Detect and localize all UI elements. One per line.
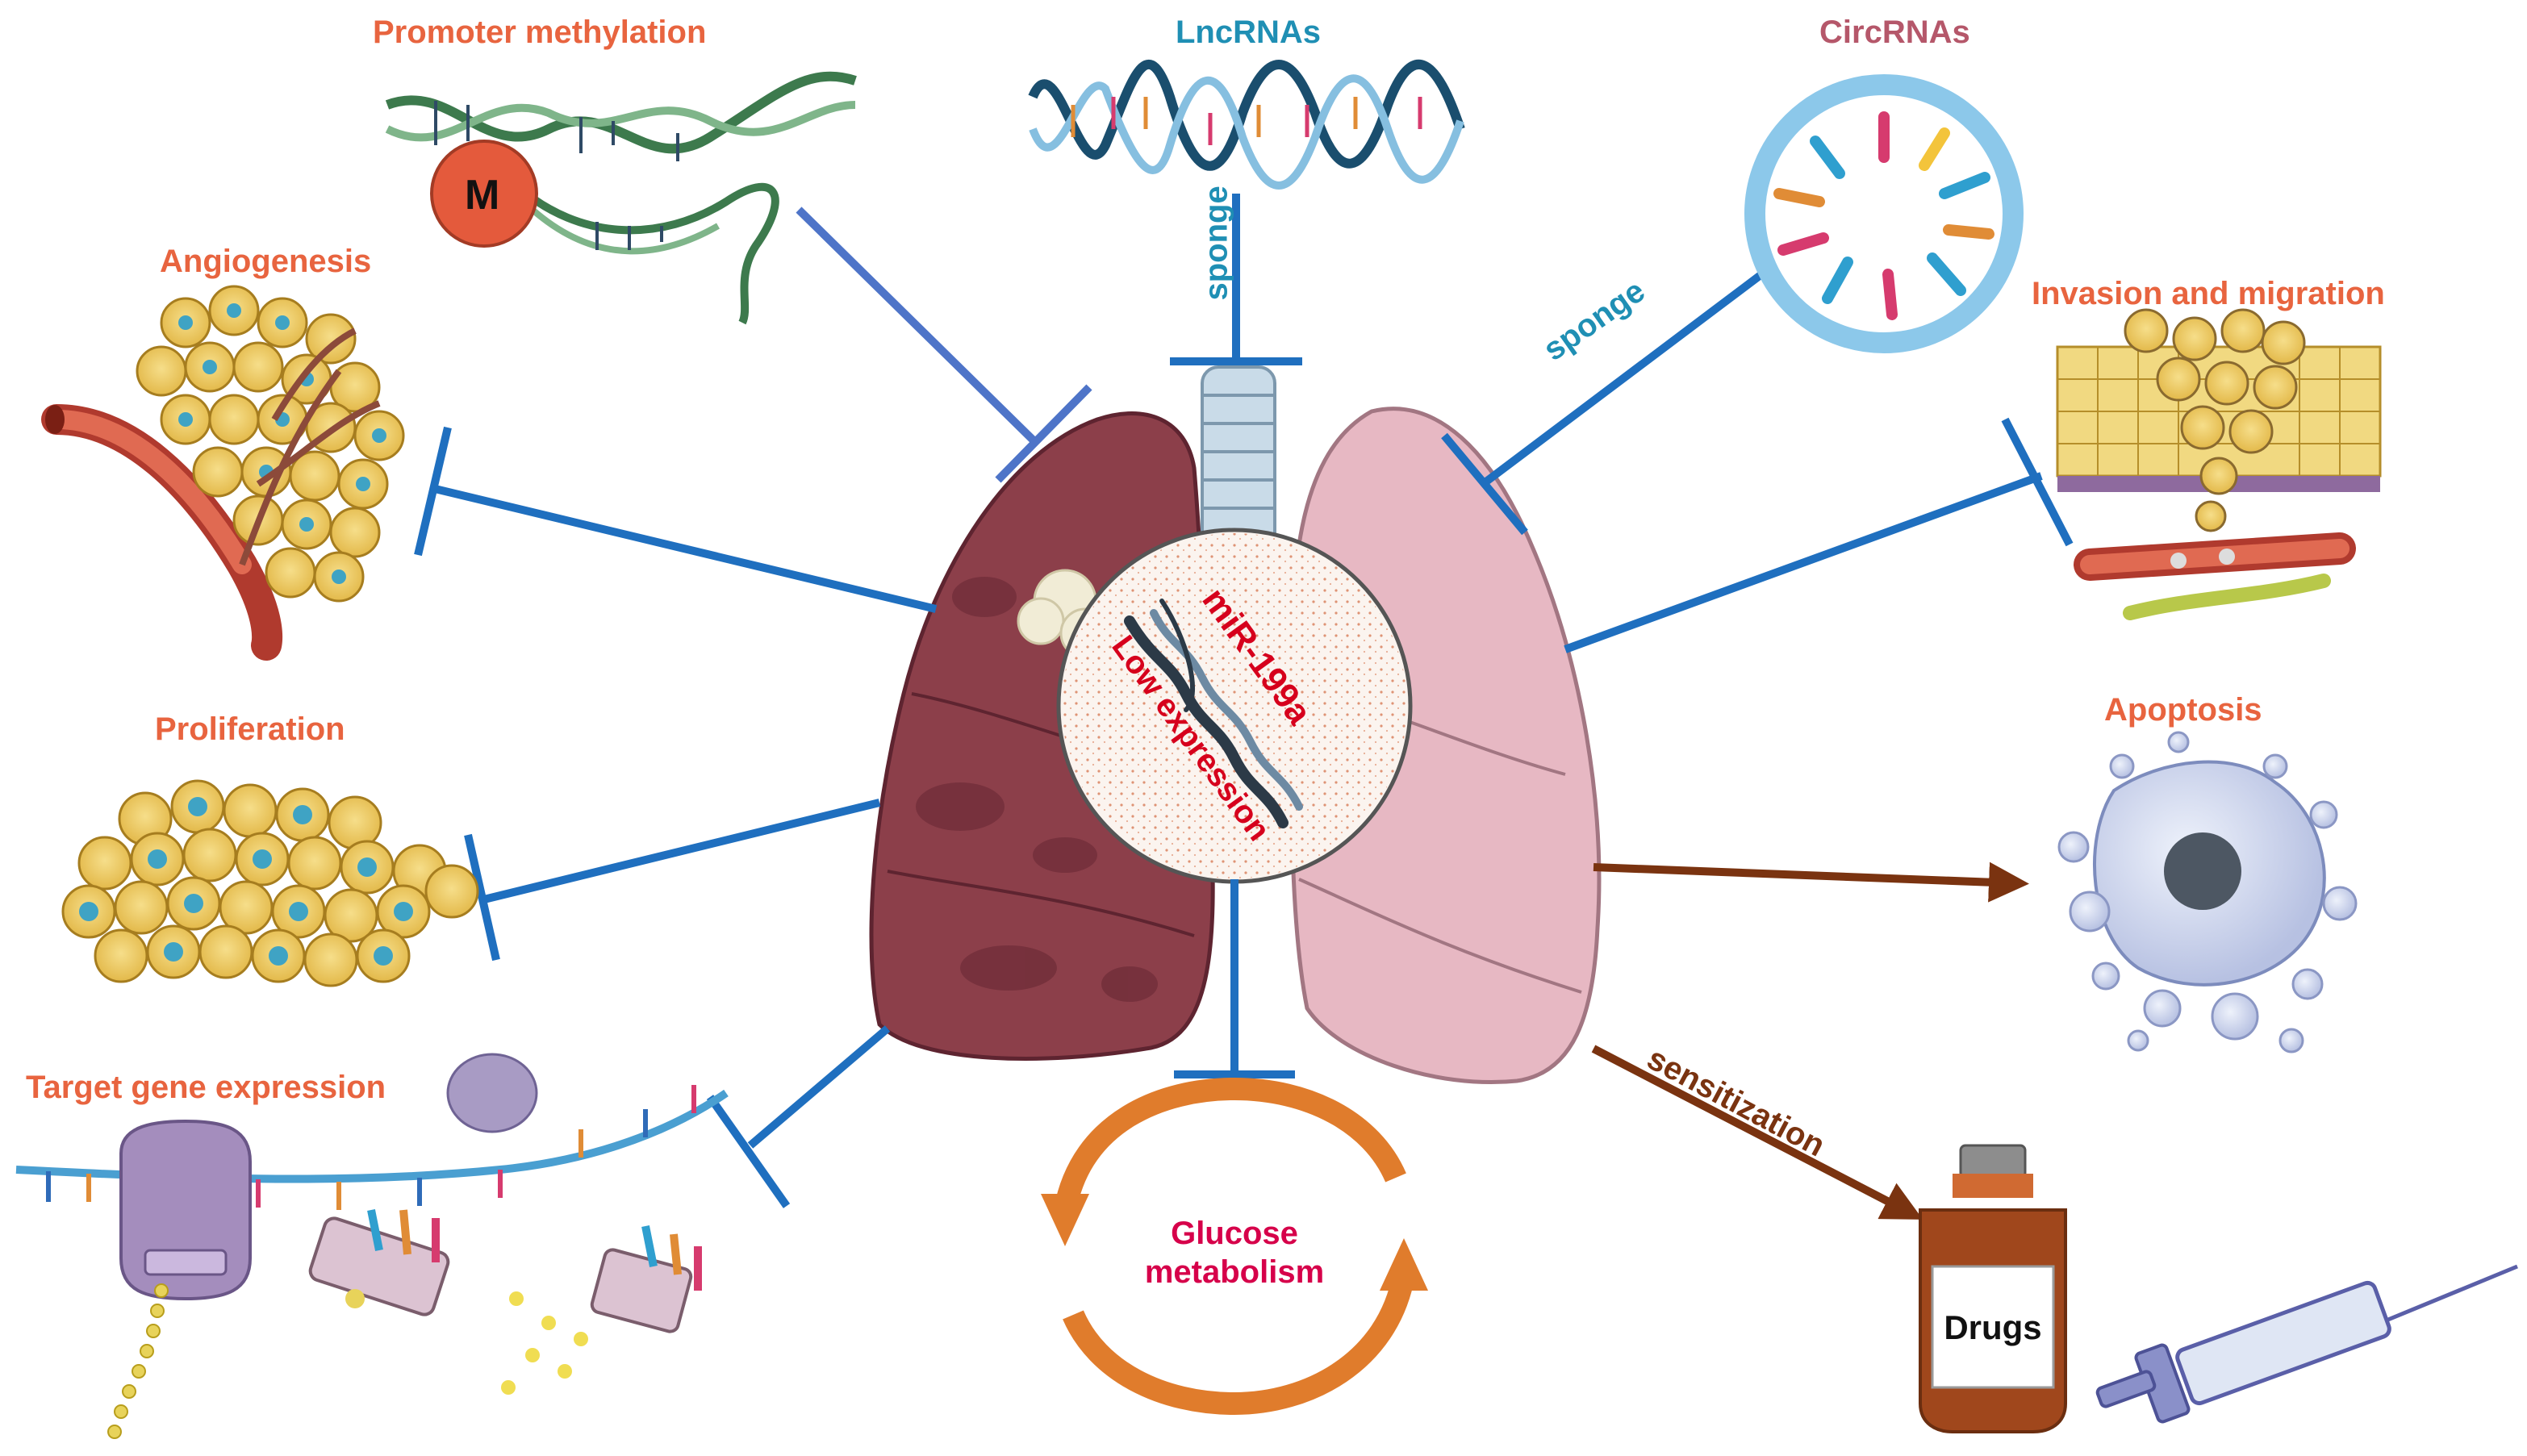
promotion-edges — [1591, 862, 2029, 1220]
mirna-circle — [1056, 528, 1413, 884]
target-gene-illustration — [15, 1053, 729, 1439]
label-angiogenesis: Angiogenesis — [160, 244, 372, 279]
label-target-gene-expression: Target gene expression — [26, 1070, 386, 1105]
label-drugs: Drugs — [1944, 1308, 2042, 1346]
invasion-illustration — [2056, 308, 2382, 620]
protein-fragment-icon — [590, 1225, 702, 1333]
label-promoter-methylation: Promoter methylation — [373, 15, 707, 50]
mirna-helix-icon — [1124, 599, 1303, 828]
glucose-label-line1: Glucose — [1171, 1216, 1298, 1251]
edge-target-gene-expression — [706, 1025, 891, 1208]
edge-drugs — [1591, 1045, 1923, 1220]
circrna-illustration — [1744, 74, 2024, 353]
glucose-label-line2: metabolism — [1144, 1254, 1325, 1290]
drug-vial-icon — [1919, 1144, 2067, 1433]
trachea — [1201, 365, 1276, 570]
methyl-group-icon — [430, 140, 538, 248]
methyl-marker-label: M — [465, 172, 500, 219]
lncrna-illustration — [1028, 60, 1465, 190]
edge-label-lncrna-sponge: sponge — [1198, 186, 1234, 301]
angiogenesis-illustration — [41, 285, 405, 661]
edge-glucose-metabolism — [1174, 879, 1295, 1078]
apoptosis-illustration — [2057, 731, 2358, 1053]
nucleus-icon — [2164, 832, 2241, 910]
glucose-cycle-icon — [1041, 1077, 1428, 1416]
label-invasion-migration: Invasion and migration — [2032, 276, 2385, 311]
edge-promoter-methylation — [796, 207, 1092, 483]
dna-methylation-illustration — [385, 71, 857, 325]
label-glucose-metabolism: Glucose metabolism — [1113, 1214, 1355, 1291]
inhibition-edges — [414, 194, 2074, 1208]
edge-invasion-migration — [1564, 417, 2074, 653]
label-apoptosis: Apoptosis — [2104, 692, 2262, 728]
ribosome-subunit-icon — [446, 1053, 538, 1133]
proliferation-illustration — [61, 779, 479, 987]
protein-complex-icon — [308, 1209, 450, 1316]
edge-circrnas — [1441, 267, 1770, 536]
edge-apoptosis — [1593, 862, 2029, 903]
edge-proliferation — [464, 799, 881, 962]
edge-angiogenesis — [414, 426, 938, 613]
label-circrnas: CircRNAs — [1819, 15, 1970, 50]
edge-lncrnas — [1170, 194, 1302, 365]
label-lncrnas: LncRNAs — [1176, 15, 1322, 50]
syringe-icon — [2095, 1264, 2518, 1424]
label-proliferation: Proliferation — [155, 711, 345, 747]
